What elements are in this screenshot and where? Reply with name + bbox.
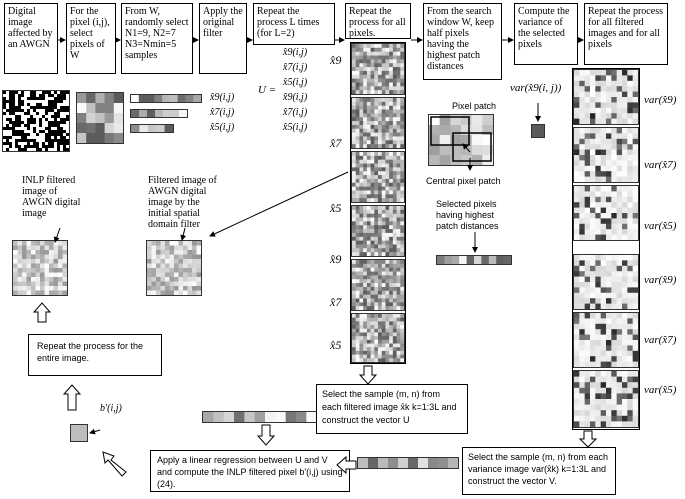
- hollow-arrow-down: [578, 430, 598, 448]
- hollow-arrow-up: [62, 384, 82, 411]
- u-item: x̂9(i,j): [283, 47, 308, 58]
- arrow: [209, 171, 349, 237]
- stack-label: x̂7: [330, 136, 342, 150]
- initial-filtered-image: [146, 240, 202, 296]
- variance-image-x5b: [573, 370, 639, 428]
- label-x9: x̂9(i,j): [210, 92, 235, 103]
- variance-image-x9b: [573, 254, 639, 310]
- hollow-arrow-diag: [102, 451, 127, 477]
- regression-text: Apply a linear regression between U and …: [157, 455, 343, 489]
- variance-pixel: [531, 124, 545, 138]
- step-text: Repeat the process L times (for L=2): [257, 6, 320, 39]
- stack-label: x̂9: [330, 252, 342, 266]
- variance-image-stack: [572, 68, 640, 430]
- u-item: x̂7(i,j): [283, 107, 308, 118]
- step-box-repeat-all: Repeat the process for all filtered imag…: [584, 3, 668, 65]
- inlp-caption: INLP filtered image of AWGN digital imag…: [22, 175, 81, 219]
- sample-strip-9: [130, 94, 202, 103]
- selected-pixels-strip: [436, 255, 512, 265]
- u-item: x̂5(i,j): [283, 122, 308, 133]
- step-text: Compute the variance of the selected pix…: [518, 6, 570, 50]
- var-label: var(x̂7): [644, 334, 677, 346]
- filtered-image-stack: [350, 42, 406, 364]
- v-vector-strip: [357, 457, 459, 469]
- stack-label: x̂5: [330, 201, 342, 215]
- window-image: [76, 92, 124, 144]
- arrow: [53, 227, 61, 243]
- stack-label: x̂9: [330, 53, 342, 67]
- step-text: For the pixel (i,j), select pixels of W: [70, 6, 110, 61]
- step-text: Repeat the process for all filtered imag…: [588, 6, 663, 50]
- filtered-image-x9b: [351, 205, 405, 257]
- arrow: [89, 428, 101, 435]
- patch-grid: [428, 114, 494, 166]
- hollow-arrow-up: [32, 302, 52, 323]
- variance-image-x7b: [573, 312, 639, 368]
- var-label: var(x̂9): [644, 94, 677, 106]
- filtered-image-x5b: [351, 313, 405, 363]
- regression-box: Apply a linear regression between U and …: [150, 450, 350, 492]
- b-label: b'(i,j): [100, 403, 122, 414]
- var-label: var(x̂5): [644, 220, 677, 232]
- filtered-image-x7b: [351, 259, 405, 311]
- filtered-image-x5: [351, 151, 405, 203]
- hollow-arrow-down: [256, 424, 276, 446]
- u-label: U =: [258, 84, 277, 96]
- step-text: From the search window W, keep half pixe…: [427, 6, 494, 72]
- label-x7: x̂7(i,j): [210, 107, 235, 118]
- step-box-variance: Compute the variance of the selected pix…: [514, 3, 578, 65]
- var-label: var(x̂9): [644, 274, 677, 286]
- hollow-arrow-down: [358, 365, 378, 385]
- step-box-random-samples: From W, randomly select N1=9, N2=7 N3=Nm…: [121, 3, 193, 74]
- step-text: Repeat the process for all pixels.: [349, 6, 406, 39]
- noisy-image: [2, 90, 70, 152]
- var-label: var(x̂7): [644, 159, 677, 171]
- step-box-apply-filter: Apply the original filter: [199, 3, 247, 74]
- step-box-input: Digital image affected by an AWGN: [4, 3, 58, 74]
- arrow: [180, 227, 187, 241]
- stack-label: x̂7: [330, 295, 342, 309]
- selected-pixels-label: Selected pixels having highest patch dis…: [436, 199, 499, 231]
- variance-image-x7: [573, 127, 639, 183]
- var-top-label: var(x̂9(i, j)): [510, 82, 562, 94]
- step-box-keep-half: From the search window W, keep half pixe…: [423, 3, 502, 80]
- variance-image-x9: [573, 69, 639, 125]
- select-v-text: Select the sample (m, n) from each varia…: [468, 452, 609, 486]
- select-u-text: Select the sample (m, n) from each filte…: [322, 389, 457, 425]
- step-box-repeat-L: Repeat the process L times (for L=2): [253, 3, 335, 45]
- repeat-entire-box: Repeat the process for the entire image.: [28, 334, 162, 376]
- select-u-box: Select the sample (m, n) from each filte…: [316, 384, 468, 434]
- step-text: From W, randomly select N1=9, N2=7 N3=Nm…: [125, 6, 189, 61]
- label-x5: x̂5(i,j): [210, 122, 235, 133]
- sample-strip-7: [130, 109, 188, 118]
- step-text: Apply the original filter: [203, 6, 243, 39]
- variance-image-x5: [573, 185, 639, 241]
- repeat-entire-text: Repeat the process for the entire image.: [37, 341, 144, 363]
- stack-label: x̂5: [330, 338, 342, 352]
- sample-strip-5: [130, 124, 174, 133]
- filtered-image-x9: [351, 43, 405, 95]
- var-label: var(x̂5): [644, 384, 677, 396]
- u-item: x̂7(i,j): [283, 62, 308, 73]
- pixel-patch-label: Pixel patch: [452, 101, 497, 111]
- u-item: x̂9(i,j): [283, 92, 308, 103]
- filtered-caption: Filtered image of AWGN digital image by …: [148, 175, 217, 230]
- step-box-all-pixels: Repeat the process for all pixels.: [345, 3, 411, 39]
- step-text: Digital image affected by an AWGN: [8, 6, 53, 50]
- step-box-select-window: For the pixel (i,j), select pixels of W: [66, 3, 116, 74]
- hollow-arrow-left: [336, 455, 357, 475]
- arrow: [462, 143, 471, 153]
- output-pixel: [70, 424, 88, 442]
- inlp-filtered-image: [12, 240, 68, 296]
- select-v-box: Select the sample (m, n) from each varia…: [462, 447, 616, 495]
- u-item: x̂5(i,j): [283, 77, 308, 88]
- central-patch-label: Central pixel patch: [426, 176, 501, 186]
- filtered-image-x7: [351, 97, 405, 149]
